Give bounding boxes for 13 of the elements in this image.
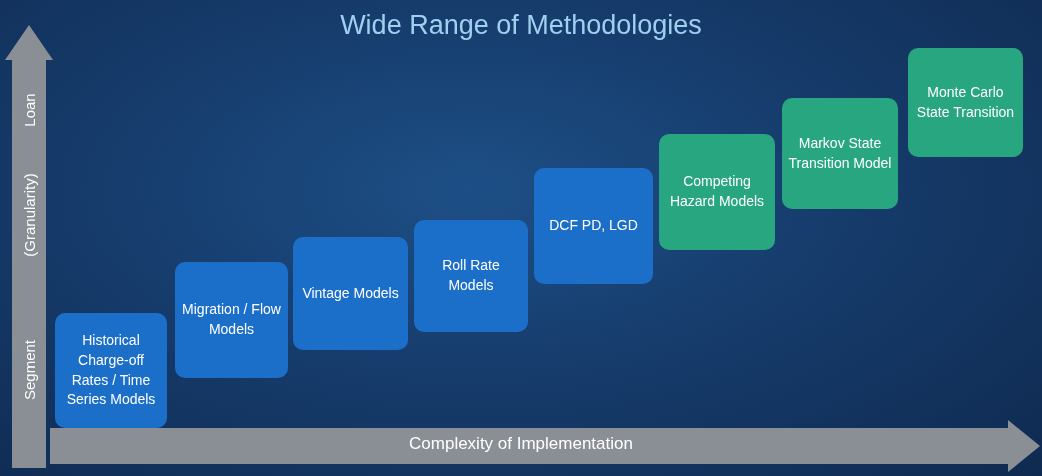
method-box: Historical Charge-off Rates / Time Series Models bbox=[55, 313, 167, 428]
axis-label: Complexity of Implementation bbox=[409, 434, 633, 454]
axis-label: Loan bbox=[20, 93, 38, 127]
axis-label: Segment bbox=[20, 340, 38, 400]
axis-label: (Granularity) bbox=[20, 173, 38, 257]
diagram-title: Wide Range of Methodologies bbox=[339, 10, 703, 41]
method-box: Roll Rate Models bbox=[414, 220, 528, 332]
method-box: Markov State Transition Model bbox=[782, 98, 898, 209]
method-box: Migration / Flow Models bbox=[175, 262, 288, 378]
method-box: Competing Hazard Models bbox=[659, 134, 775, 250]
method-box: DCF PD, LGD bbox=[534, 168, 653, 284]
method-box: Monte Carlo State Transition bbox=[908, 48, 1023, 157]
method-box: Vintage Models bbox=[293, 237, 408, 350]
